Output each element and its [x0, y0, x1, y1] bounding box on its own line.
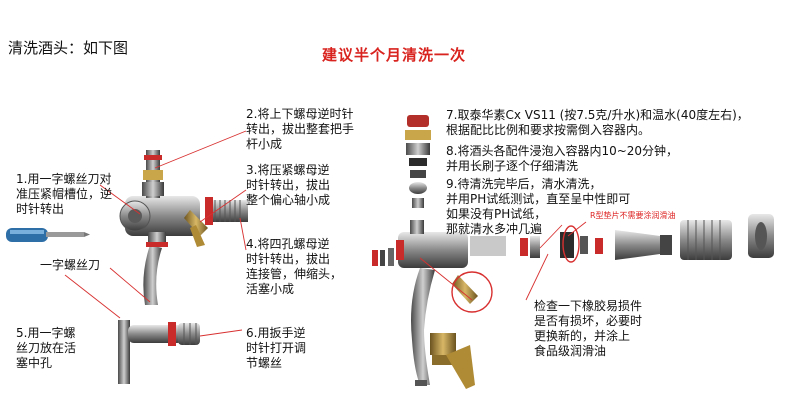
step-3-text: 3.将压紧螺母逆 时针转出，拔出 整个偏心轴小成 [246, 163, 331, 207]
step-9-text: 9.待清洗完毕后，清水清洗， 并用PH试纸测试，直至呈中性即可 如果没有PH试纸… [446, 177, 631, 236]
right-faucet-illustration [372, 115, 774, 389]
step-4-text: 4.将四孔螺母逆 时针转出，拔出 连接管，伸缩头， 活塞小成 [246, 237, 343, 296]
check-note: 检查一下橡胶易损件 是否有损坏，必要时 更换新的，并涂上 食品级润滑油 [534, 299, 643, 358]
oring-label: R型垫片不需要涂润滑油 [590, 211, 676, 220]
oring-highlight-circle [562, 225, 580, 263]
step-6-text: 6.用扳手逆 时针打开调 节螺丝 [246, 326, 307, 370]
piston-illustration [118, 320, 200, 384]
page-title: 清洗酒头：如下图 [8, 39, 129, 57]
lever-highlight-circle [451, 271, 493, 313]
step-7-text: 7.取泰华素Cx VS11 (按7.5克/升水)和温水(40度左右)， 根据配比… [446, 108, 749, 137]
step-5-text: 5.用一字螺 丝刀放在活 塞中孔 [16, 326, 77, 370]
step-2-text: 2.将上下螺母逆时针 转出，拔出整套把手 杆小成 [246, 107, 355, 151]
step-1-text: 1.用一字螺丝刀对 准压紧帽槽位，逆 时针转出 [16, 172, 113, 216]
left-faucet-illustration [119, 150, 248, 305]
cleaning-frequency-title: 建议半个月清洗一次 [322, 46, 467, 64]
callout-lines [64, 130, 587, 337]
step-8-text: 8.将酒头各配件浸泡入容器内10~20分钟， 并用长刷子逐个仔细清洗 [446, 144, 679, 173]
screwdriver-label: 一字螺丝刀 [40, 258, 101, 272]
screwdriver-illustration [6, 228, 90, 242]
